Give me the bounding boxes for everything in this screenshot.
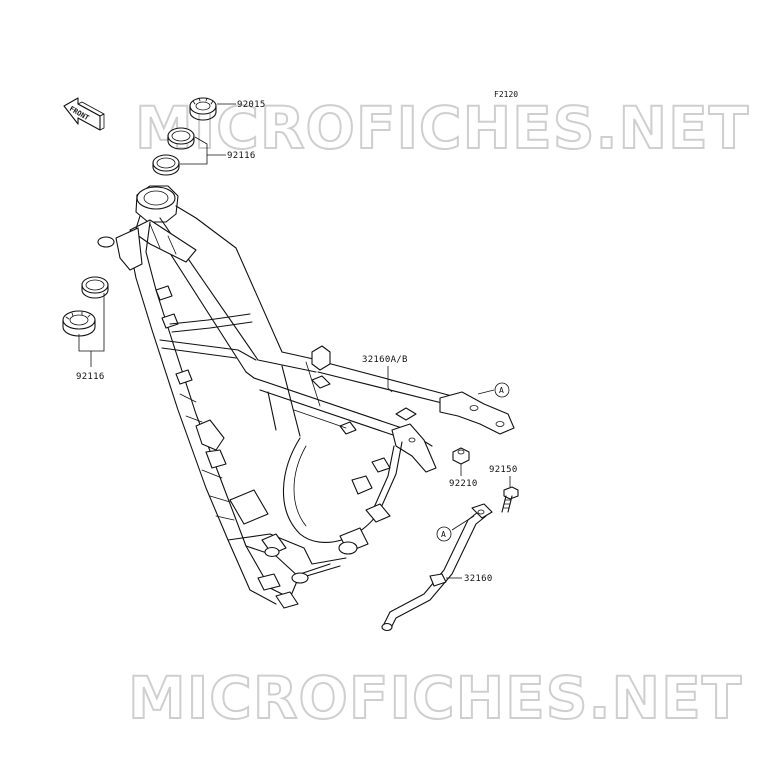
bearing-92116-lower-part [62, 276, 109, 337]
part-label-92116-top: 92116 [227, 151, 256, 161]
bearing-92116-upper-part [152, 127, 195, 176]
nut-92015-part [189, 97, 217, 121]
part-label-92015: 92015 [237, 100, 266, 110]
part-label-32160: 32160 [464, 574, 493, 584]
frame-32160ab-part [97, 185, 515, 609]
part-label-92150: 92150 [489, 465, 518, 475]
front-arrow-icon: FRONT [63, 97, 105, 131]
part-label-92116-left: 92116 [76, 372, 105, 382]
svg-text:A: A [441, 530, 446, 539]
figure-code: F2120 [494, 90, 518, 99]
nut-92210-part [452, 447, 470, 465]
watermark-top: MICROFICHES.NET [135, 94, 749, 162]
watermark-bottom: MICROFICHES.NET [128, 664, 742, 732]
ref-marker-a-upper: A [494, 382, 510, 398]
ref-marker-a-lower: A [436, 526, 452, 542]
part-label-92210: 92210 [449, 479, 478, 489]
part-label-32160ab: 32160A/B [362, 355, 408, 365]
svg-text:A: A [499, 386, 504, 395]
bolt-92150-part [501, 486, 519, 513]
subframe-32160-part [381, 503, 493, 632]
